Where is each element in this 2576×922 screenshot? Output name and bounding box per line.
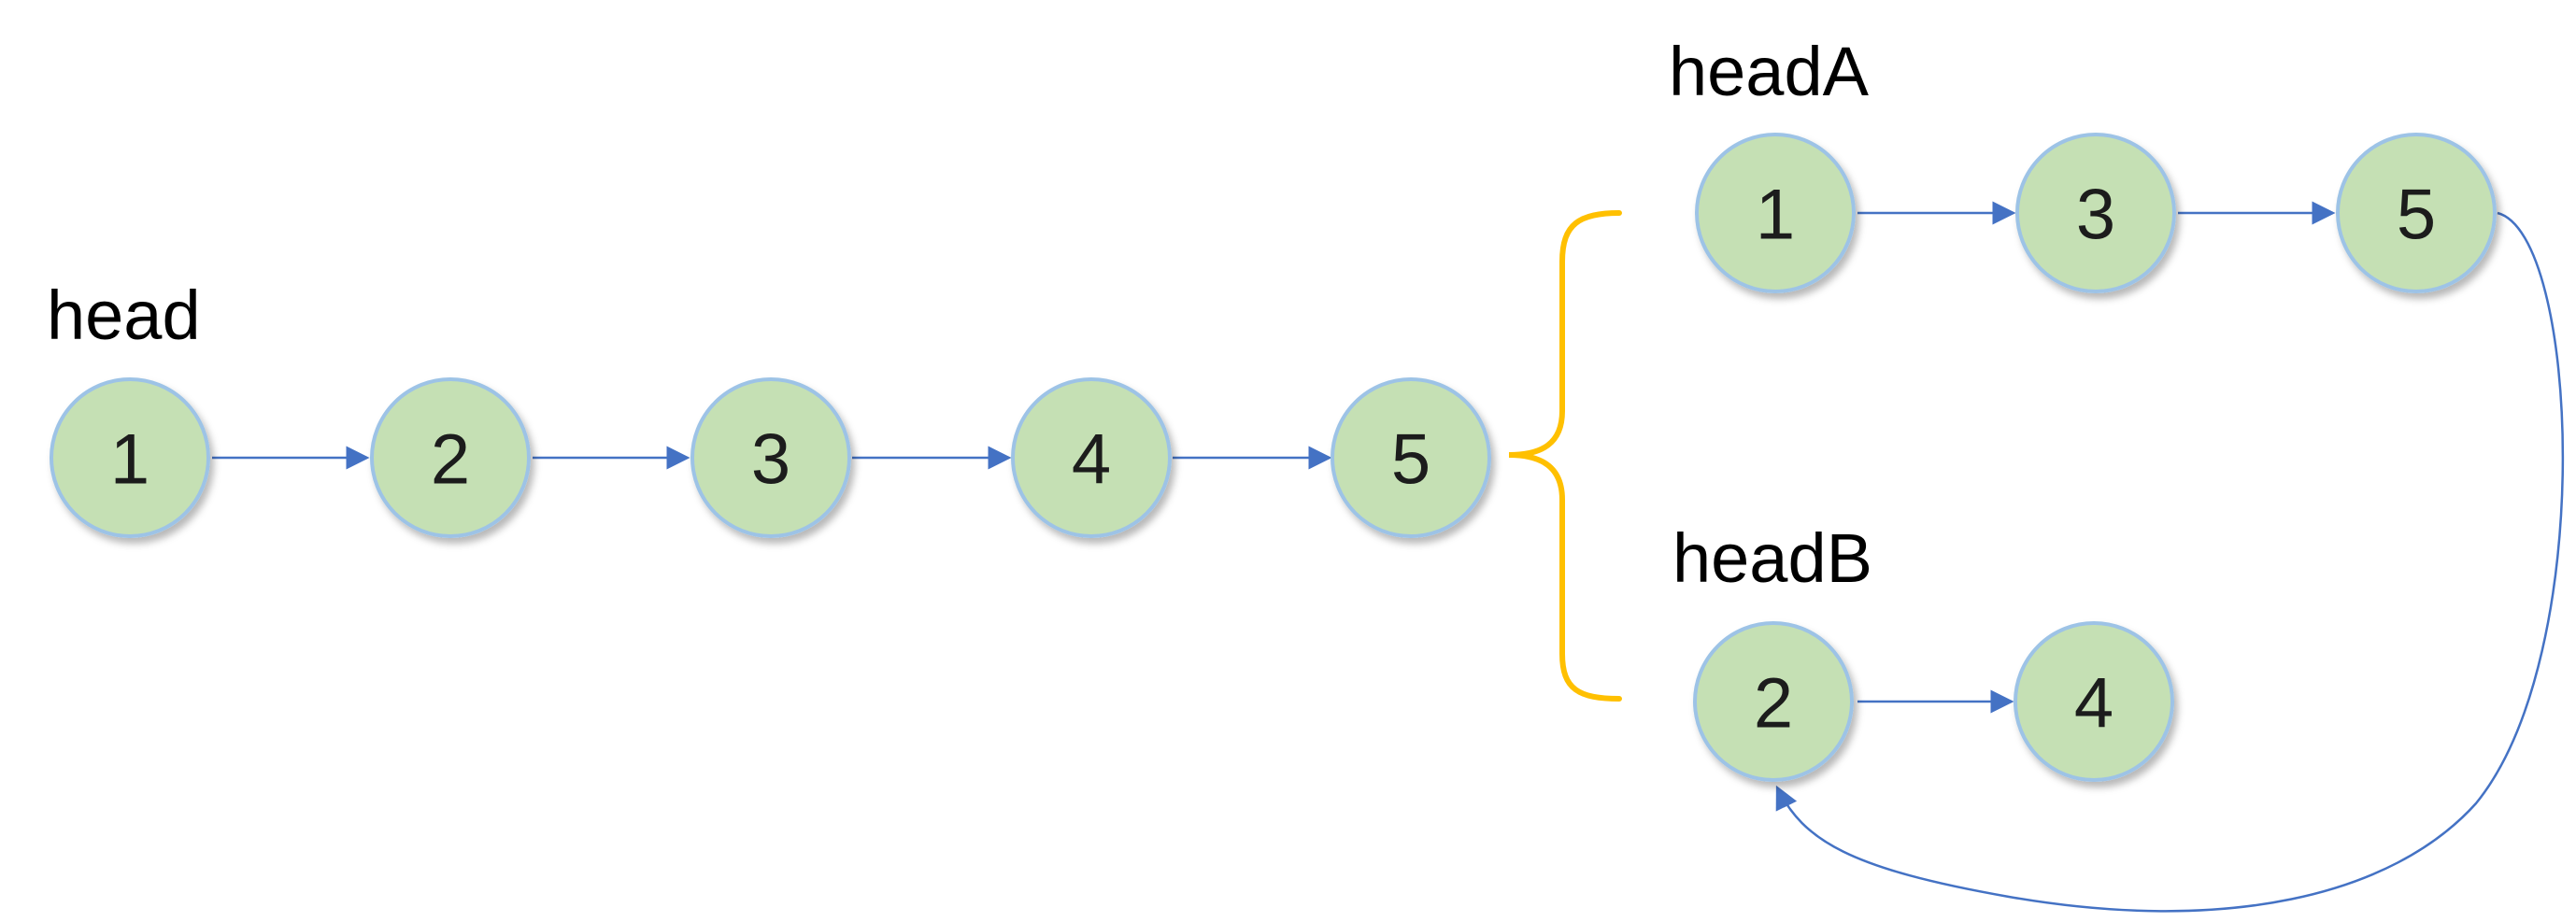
node-value: 2 — [431, 420, 470, 500]
node-value: 2 — [1754, 664, 1793, 744]
list-node: 5 — [1331, 377, 1491, 538]
list-node: 2 — [1693, 621, 1854, 782]
node-value: 4 — [2074, 664, 2113, 744]
list-node: 4 — [1011, 377, 1172, 538]
list-node: 2 — [370, 377, 531, 538]
list-node: 1 — [1695, 133, 1856, 293]
list-node: 1 — [50, 377, 210, 538]
node-value: 5 — [1391, 420, 1430, 500]
head-label: head — [47, 277, 201, 354]
head-b-label: headB — [1672, 519, 1872, 597]
node-value: 1 — [110, 420, 149, 500]
node-value: 1 — [1756, 176, 1795, 255]
node-value: 3 — [751, 420, 790, 500]
list-node: 3 — [2015, 133, 2176, 293]
head-a-label: headA — [1669, 33, 1870, 110]
list-node: 4 — [2014, 621, 2174, 782]
node-value: 5 — [2397, 176, 2436, 255]
split-brace — [1508, 210, 1622, 702]
node-value: 3 — [2076, 176, 2115, 255]
list-node: 3 — [690, 377, 851, 538]
node-value: 4 — [1072, 420, 1111, 500]
list-node: 5 — [2336, 133, 2497, 293]
curve-a5-to-b2 — [1775, 211, 2565, 913]
